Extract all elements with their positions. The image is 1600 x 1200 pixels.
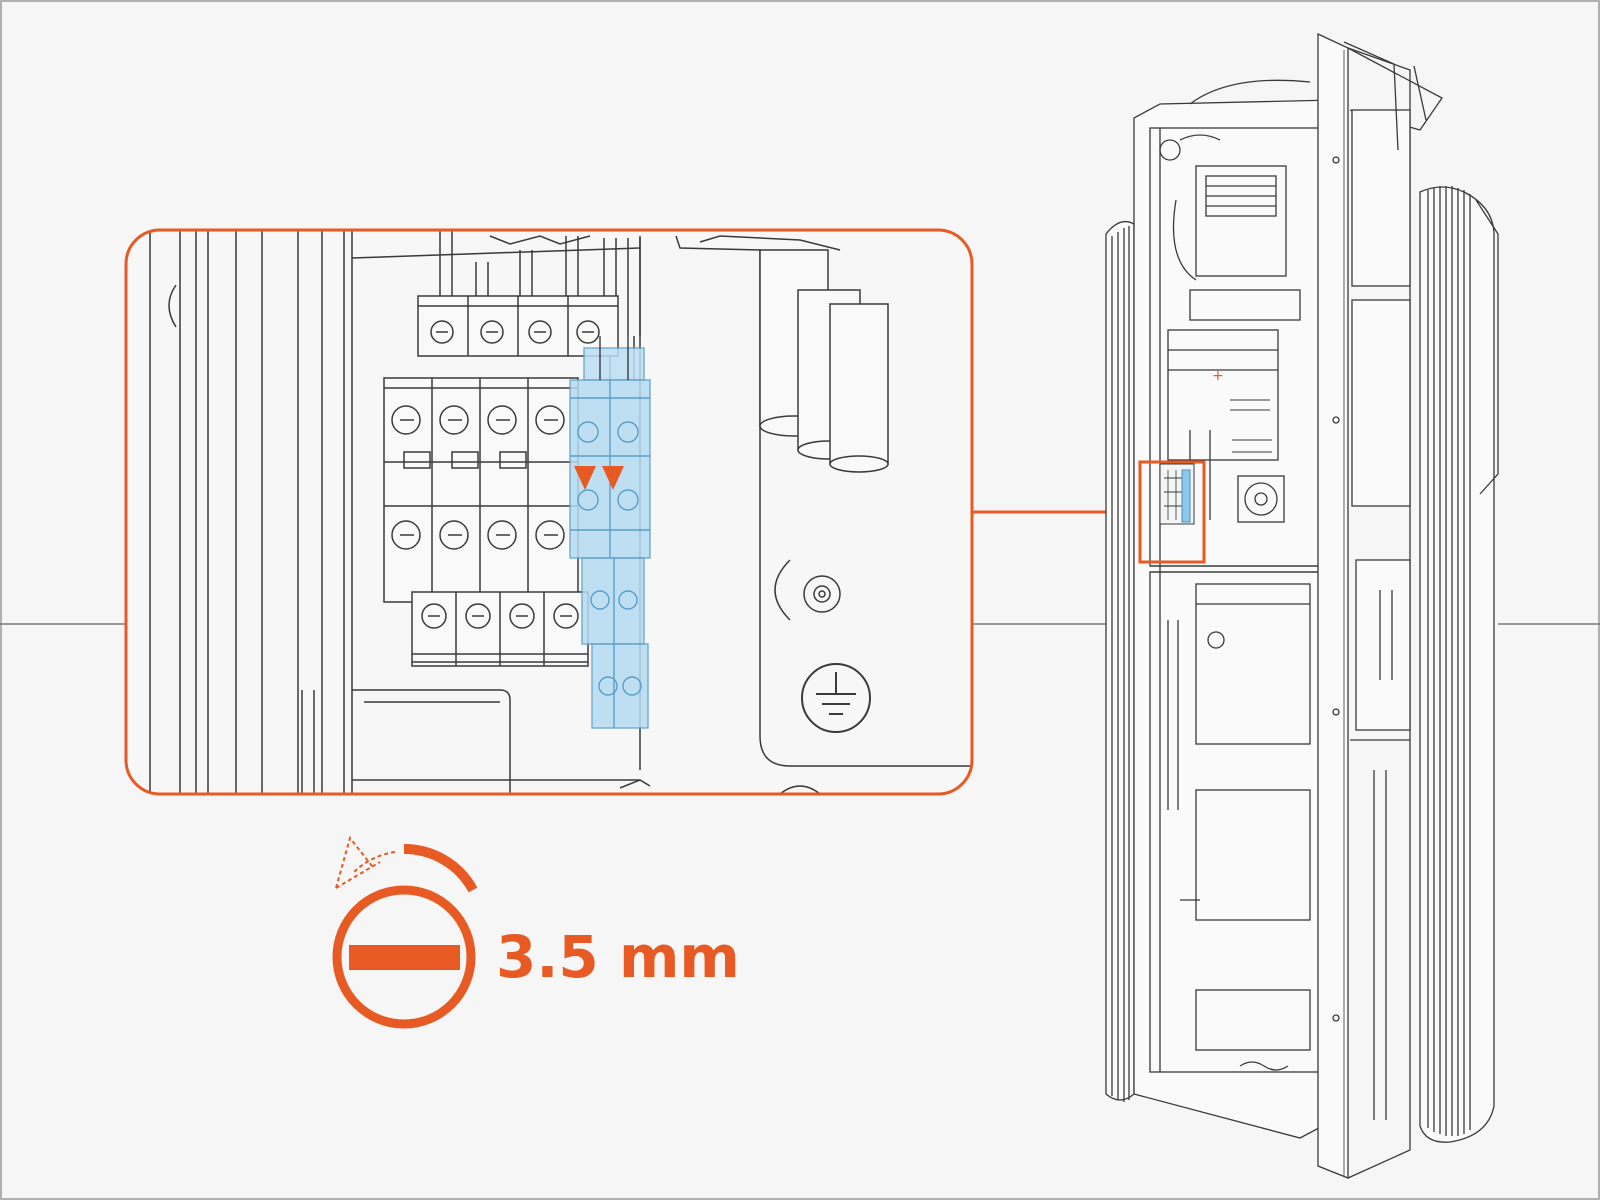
electronics-upper: + (1159, 134, 1301, 523)
detail-view (124, 228, 974, 796)
arrow-marker-2 (602, 466, 624, 490)
svg-text:+: + (1212, 368, 1224, 384)
down-arrow-icon (574, 466, 624, 490)
flat-screwdriver-icon (332, 885, 476, 1029)
charging-station: + (1105, 32, 1499, 1179)
left-pillar (1105, 220, 1135, 1102)
earth-symbol-icon (801, 663, 871, 733)
cylinders (699, 235, 889, 473)
top-cap (1189, 41, 1427, 151)
cabinet-body (1133, 99, 1335, 1139)
terminal-row-top (417, 295, 619, 357)
right-pillar (1419, 186, 1499, 1143)
rotate-counterclockwise-icon (335, 835, 478, 893)
terminal-row-bottom (411, 591, 589, 667)
circuit-breaker-block (383, 377, 579, 603)
highlighted-terminal-block (569, 336, 651, 729)
overview-terminal-highlight (1159, 463, 1195, 525)
overview-callout-box (1138, 460, 1206, 564)
electronics-lower (1167, 583, 1311, 1071)
frame-rails (149, 230, 353, 794)
screwdriver-size-label: 3.5 mm (496, 923, 740, 991)
open-door (1317, 32, 1443, 1179)
arrow-marker-1 (574, 466, 596, 490)
ground-stud (774, 559, 841, 621)
